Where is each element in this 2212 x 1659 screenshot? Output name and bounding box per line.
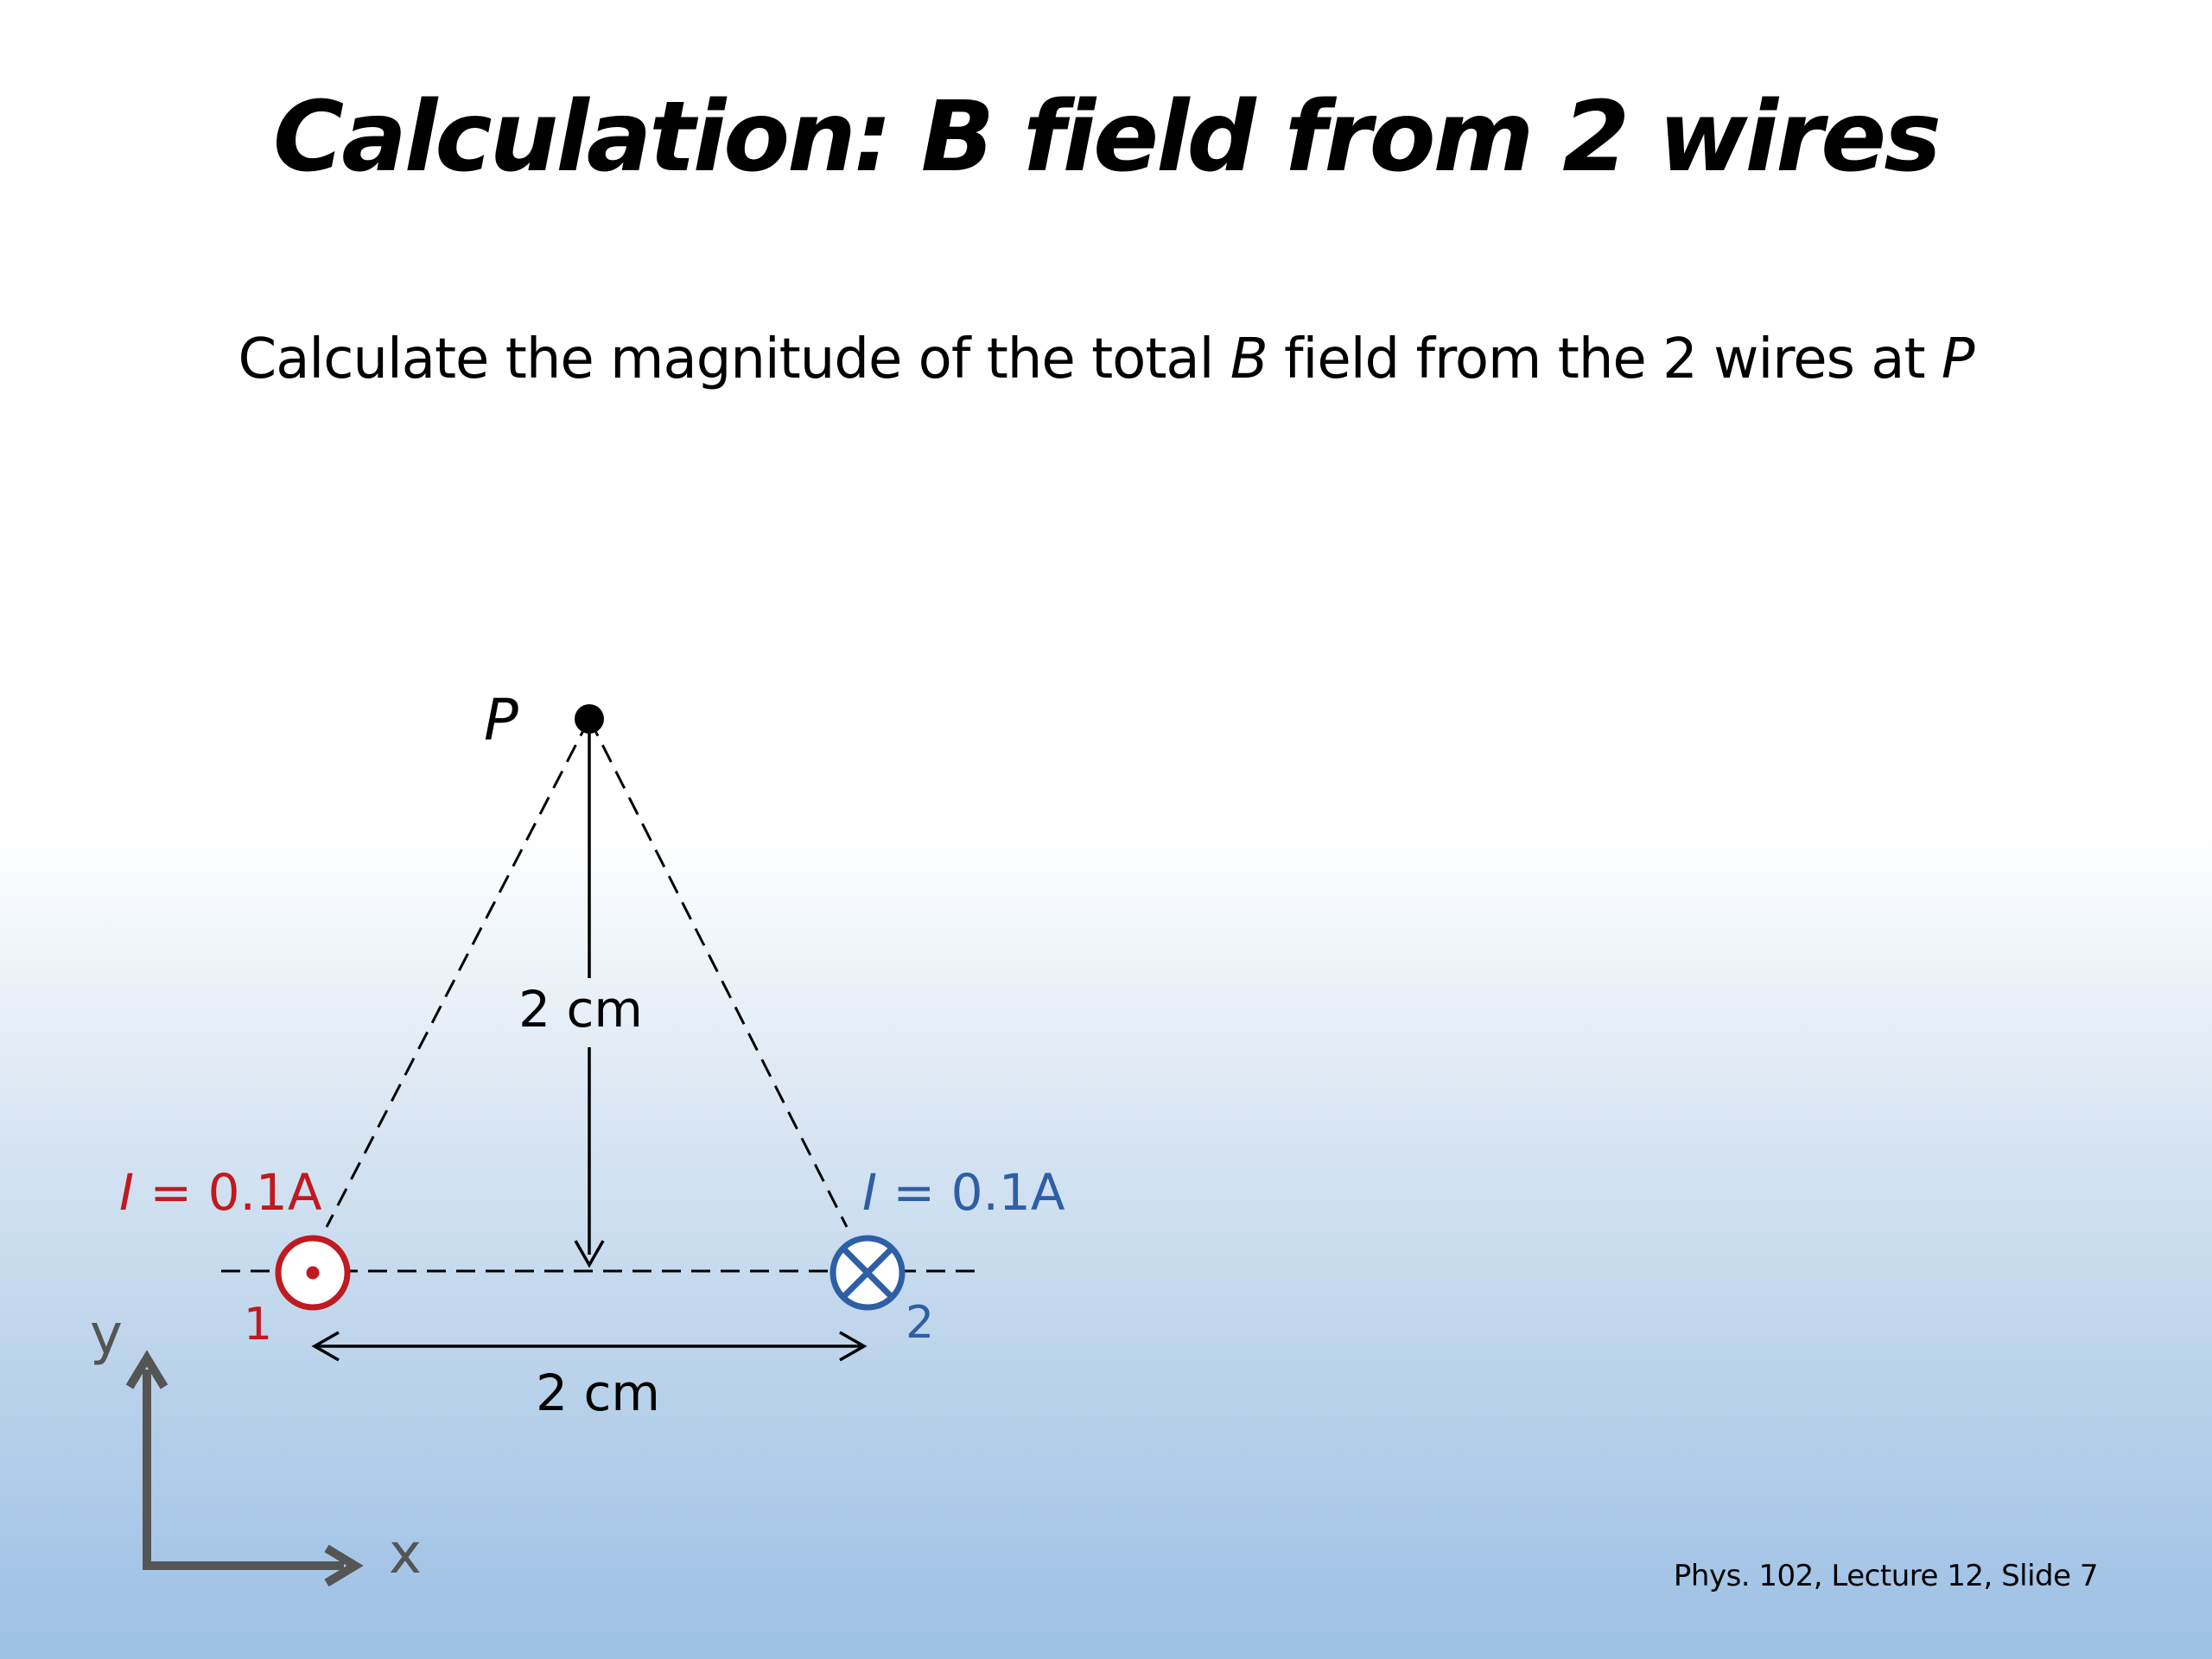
axes-lines bbox=[143, 1370, 344, 1570]
question-text: Calculate the magnitude of the total B f… bbox=[0, 327, 2212, 393]
wire2-current-symbol: I bbox=[862, 1163, 877, 1222]
wire2-current-value: = 0.1A bbox=[877, 1163, 1065, 1222]
separation-arrow-head-left bbox=[311, 1331, 340, 1362]
wire1-current-symbol: I bbox=[119, 1163, 134, 1222]
question-b-symbol: B bbox=[1230, 327, 1268, 391]
wire2-current-label: I = 0.1A bbox=[862, 1163, 1065, 1222]
point-p-dot bbox=[575, 704, 604, 734]
wire1-current-value: = 0.1A bbox=[134, 1163, 322, 1222]
question-part-1: Calculate the magnitude of the total bbox=[238, 327, 1230, 391]
y-axis-arrow-head bbox=[125, 1350, 168, 1389]
question-p-symbol: P bbox=[1941, 327, 1975, 391]
separation-label: 2 cm bbox=[536, 1363, 660, 1422]
wire2-number: 2 bbox=[906, 1297, 934, 1349]
height-arrow-head bbox=[574, 1240, 605, 1268]
wire1-current-label: I = 0.1A bbox=[119, 1163, 322, 1222]
x-axis-arrow-head bbox=[324, 1544, 364, 1587]
wire1-number: 1 bbox=[244, 1299, 272, 1351]
slide-footer: Phys. 102, Lecture 12, Slide 7 bbox=[1673, 1559, 2099, 1593]
height-label: 2 cm bbox=[518, 980, 643, 1039]
slide-title: Calculation: B field from 2 wires bbox=[273, 81, 1942, 194]
y-axis-label: y bbox=[90, 1303, 123, 1367]
point-p-label: P bbox=[484, 687, 518, 753]
x-axis-label: x bbox=[389, 1522, 422, 1586]
p-to-wire1-dashed-line bbox=[325, 718, 591, 1228]
wire2-cross-stroke-2 bbox=[841, 1246, 894, 1300]
wire1-center-dot bbox=[306, 1266, 320, 1280]
separation-arrow-head-right bbox=[839, 1331, 868, 1362]
p-to-wire2-dashed-line bbox=[588, 718, 849, 1228]
question-part-2: field from the 2 wires at bbox=[1267, 327, 1942, 391]
